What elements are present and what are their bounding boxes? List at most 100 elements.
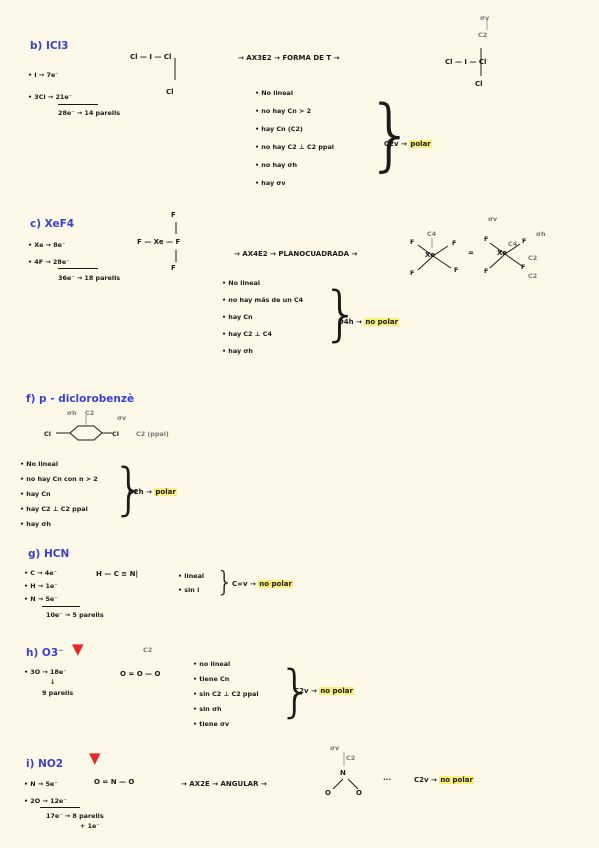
section-b-title: b) ICl3	[30, 40, 69, 52]
f-atom: F	[484, 235, 489, 243]
list-item: • No lineal	[20, 460, 59, 468]
warning-icon: ▼	[89, 749, 101, 767]
lewis-bottom-atom: F	[171, 264, 176, 272]
c2-ppal-label: C2 (ppal)	[136, 430, 169, 438]
arrow-down: ↓	[50, 678, 56, 686]
point-group-result: C2v → polar	[384, 140, 432, 148]
sigma-v-label: σv	[480, 14, 490, 22]
list-item: • hay Cn	[222, 313, 253, 321]
list-item: • No lineal	[255, 89, 294, 97]
f-atom: F	[484, 267, 489, 275]
f-atom: F	[410, 238, 415, 246]
lewis-structure: H — C ≡ N|	[96, 570, 139, 578]
sigma-h-label: σh	[536, 230, 546, 238]
electron-sum: 36e⁻ → 18 parells	[58, 274, 121, 282]
electron-count: • H → 1e⁻	[24, 582, 58, 590]
lewis-structure: Cl — I — Cl	[130, 53, 172, 61]
point-group: C∞v →	[232, 580, 256, 588]
list-item: • hay Cn (C2)	[255, 125, 303, 133]
lewis-structure: O = O — O	[120, 670, 161, 678]
list-item: • hay C2 ⊥ C4	[222, 330, 272, 338]
symmetry-list: • No lineal • no hay más de un C4 • hay …	[222, 279, 303, 355]
sigma-h-label: σh	[67, 409, 77, 417]
sigma-v-label: σv	[488, 215, 498, 223]
f-atom: F	[410, 269, 415, 277]
sigma-v-label: σv	[330, 744, 340, 752]
brace: }	[112, 457, 148, 522]
section-g-title: g) HCN	[28, 548, 70, 560]
section-c-title: c) XeF4	[30, 218, 75, 230]
list-item: • hay σh	[20, 520, 51, 528]
c2-label: C2	[528, 254, 538, 262]
sum-line	[42, 606, 80, 607]
electron-sum: 28e⁻ → 14 parells	[58, 109, 121, 117]
list-item: • no hay Cn > 2	[255, 107, 312, 115]
sigma-v-label: σv	[117, 414, 127, 422]
c2-label: C2	[346, 754, 356, 762]
symmetry-list: • no lineal • tiene Cn • sin C2 ⊥ C2 ppa…	[193, 660, 259, 728]
electron-sum: 10e⁻ → 5 parells	[46, 611, 104, 619]
symmetry-list: • lineal • sin i	[178, 572, 204, 594]
point-group-result: C2v → no polar	[294, 687, 354, 695]
xe-atom: Xe	[425, 251, 435, 259]
list-item: • No lineal	[222, 279, 261, 287]
polarity-result: no polar	[319, 687, 354, 695]
list-item: • sin σh	[193, 705, 222, 713]
point-group: D2h →	[128, 488, 152, 496]
list-item: • no lineal	[193, 660, 231, 668]
electron-count: • C → 4e⁻	[24, 569, 57, 577]
cl-atom: Cl	[44, 430, 51, 438]
lewis-bottom-atom: Cl	[166, 88, 174, 96]
electron-count: • N → 5e⁻	[24, 595, 58, 603]
f-atom: F	[522, 237, 527, 245]
polarity-result: no polar	[439, 776, 474, 784]
geometry-text: → AX4E2 → PLANOCUADRADA →	[234, 250, 358, 258]
electron-count: • 4F → 28e⁻	[28, 258, 70, 266]
list-item: • hay σv	[255, 179, 286, 187]
c2-label: C2	[478, 31, 488, 39]
sum-line	[58, 104, 98, 105]
list-item: • sin i	[178, 586, 200, 594]
n-atom: N	[340, 769, 346, 777]
list-item: • no hay σh	[255, 161, 298, 169]
electron-count: • 3O → 18e⁻	[24, 668, 67, 676]
shape-bottom-atom: Cl	[475, 80, 483, 88]
list-item: • hay σh	[222, 347, 253, 355]
list-item: • hay C2 ⊥ C2 ppal	[20, 505, 88, 513]
brace: }	[278, 659, 314, 724]
equals-sign: =	[468, 249, 474, 257]
point-group-result: D2h → polar	[128, 488, 177, 496]
geometry-text: → AX3E2 → FORMA DE T →	[238, 54, 340, 62]
point-group: C2v →	[384, 140, 407, 148]
molecule-shape: Cl — I — Cl	[445, 58, 487, 66]
point-group-result: C∞v → no polar	[232, 580, 293, 588]
f-atom: F	[454, 266, 459, 274]
point-group-result: D4h → no polar	[338, 318, 400, 326]
polarity-result: no polar	[364, 318, 400, 326]
point-group: D4h →	[338, 318, 362, 326]
c4-label: C4	[508, 240, 518, 248]
symmetry-list: • No lineal • no hay Cn con n > 2 • hay …	[20, 460, 98, 528]
geometry-text: → AX2E → ANGULAR →	[181, 780, 267, 788]
warning-icon: ▼	[72, 640, 84, 658]
list-item: • tiene σv	[193, 720, 230, 728]
list-item: • tiene Cn	[193, 675, 230, 683]
c2-label: C2	[143, 646, 153, 654]
electron-count: • 2O → 12e⁻	[24, 797, 67, 805]
o-atom: O	[325, 789, 331, 797]
electron-sum: 17e⁻ → 8 parells	[46, 812, 104, 820]
electron-count: • 3Cl → 21e⁻	[28, 93, 73, 101]
list-item: • lineal	[178, 572, 205, 580]
list-item: • sin C2 ⊥ C2 ppal	[193, 690, 259, 698]
list-item: • no hay Cn con n > 2	[20, 475, 98, 483]
f-atom: F	[521, 263, 526, 271]
f-atom: F	[452, 239, 457, 247]
electron-count: • I → 7e⁻	[28, 71, 59, 79]
electron-count: • N → 5e⁻	[24, 780, 58, 788]
section-i-title: i) NO2	[26, 758, 64, 770]
list-item: • hay Cn	[20, 490, 51, 498]
point-group: C2v →	[294, 687, 317, 695]
lewis-structure: O = N — O	[94, 778, 135, 786]
xe-atom: Xe	[497, 249, 507, 257]
section-h-title: h) O3⁻	[26, 647, 64, 659]
